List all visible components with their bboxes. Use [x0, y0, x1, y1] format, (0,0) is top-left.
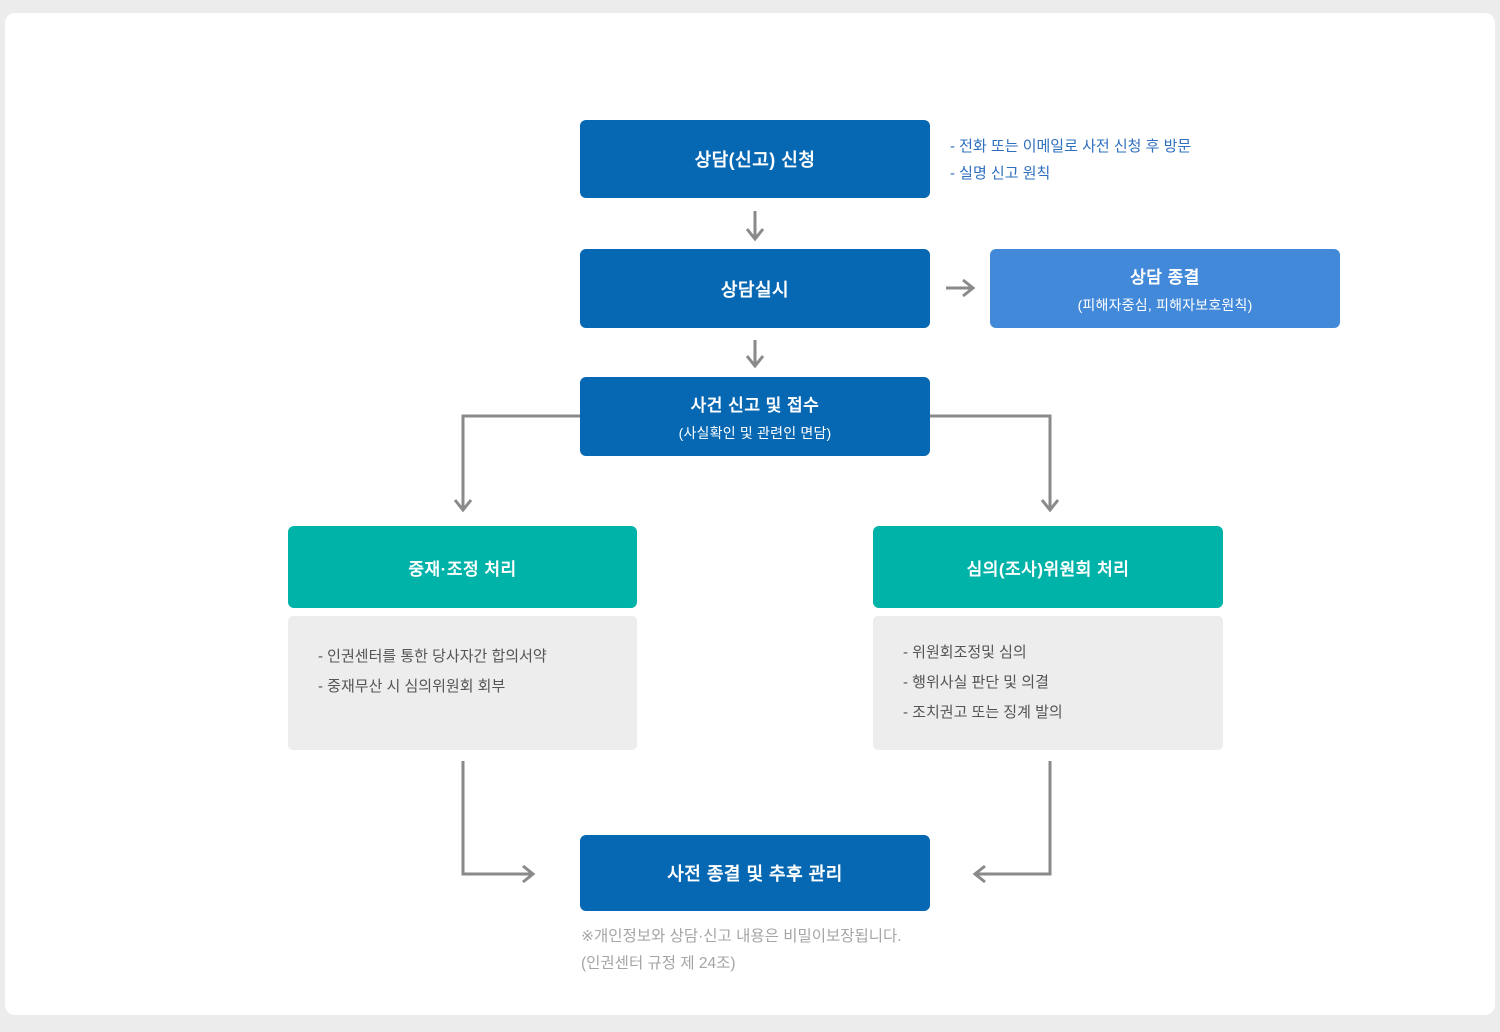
- apply-side-notes: - 전화 또는 이메일로 사전 신청 후 방문 - 실명 신고 원칙: [950, 133, 1191, 187]
- mediation-detail-item: - 인권센터를 통한 당사자간 합의서약: [318, 648, 547, 665]
- apply-note-line: - 실명 신고 원칙: [950, 165, 1051, 182]
- arrow-report-to-committee: [930, 414, 1060, 513]
- committee-detail-item: - 위원회조정및 심의: [903, 644, 1027, 661]
- panel-mediation-details: - 인권센터를 통한 당사자간 합의서약 - 중재무산 시 심의위원회 회부: [288, 616, 637, 750]
- arrow-apply-to-counsel: [745, 211, 765, 242]
- committee-detail-item: - 행위사실 판단 및 의결: [903, 674, 1049, 691]
- flowchart-card: 상담(신고) 신청 - 전화 또는 이메일로 사전 신청 후 방문 - 실명 신…: [5, 13, 1495, 1015]
- node-closure: 사전 종결 및 추후 관리: [580, 835, 930, 911]
- node-case-report: 사건 신고 및 접수 (사실확인 및 관련인 면담): [580, 377, 930, 456]
- node-mediation-title: 중재·조정 처리: [408, 559, 517, 579]
- node-consult-apply: 상담(신고) 신청: [580, 120, 930, 198]
- node-committee-title: 심의(조사)위원회 처리: [966, 559, 1130, 579]
- node-case-report-title: 사건 신고 및 접수: [690, 395, 820, 415]
- committee-detail-item: - 조치권고 또는 징계 발의: [903, 704, 1063, 721]
- arrow-committee-to-closure: [972, 761, 1052, 884]
- arrow-counsel-to-report: [745, 340, 765, 369]
- node-consult-execute: 상담실시: [580, 249, 930, 328]
- footnote-line: (인권센터 규정 제 24조): [581, 955, 736, 972]
- arrow-counsel-to-end: [946, 278, 976, 298]
- apply-note-line: - 전화 또는 이메일로 사전 신청 후 방문: [950, 138, 1192, 155]
- panel-committee-details: - 위원회조정및 심의 - 행위사실 판단 및 의결 - 조치권고 또는 징계 …: [873, 616, 1223, 750]
- node-consult-close-subtitle: (피해자중심, 피해자보호원칙): [1077, 296, 1253, 313]
- node-consult-execute-title: 상담실시: [720, 279, 790, 300]
- node-committee: 심의(조사)위원회 처리: [873, 526, 1223, 608]
- node-consult-close: 상담 종결 (피해자중심, 피해자보호원칙): [990, 249, 1340, 328]
- node-closure-title: 사전 종결 및 추후 관리: [667, 864, 843, 884]
- arrow-report-to-mediation: [453, 414, 580, 513]
- footnote: ※개인정보와 상담·신고 내용은 비밀이보장됩니다. (인권센터 규정 제 24…: [581, 923, 902, 977]
- arrow-mediation-to-closure: [461, 761, 536, 884]
- node-consult-apply-title: 상담(신고) 신청: [694, 150, 816, 170]
- node-mediation: 중재·조정 처리: [288, 526, 637, 608]
- node-consult-close-title: 상담 종결: [1130, 267, 1200, 287]
- mediation-detail-item: - 중재무산 시 심의위원회 회부: [318, 678, 506, 695]
- node-case-report-subtitle: (사실확인 및 관련인 면담): [678, 424, 832, 441]
- footnote-line: ※개인정보와 상담·신고 내용은 비밀이보장됩니다.: [581, 928, 902, 945]
